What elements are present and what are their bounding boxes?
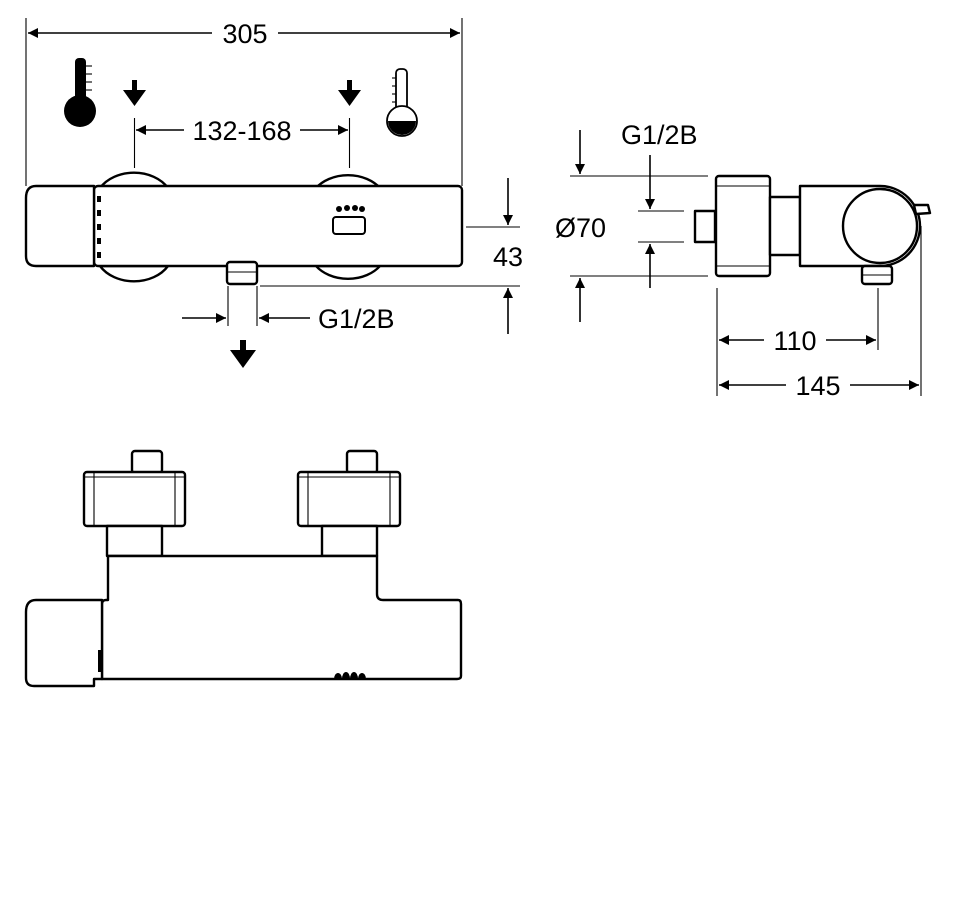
dim-projection-total: 145 — [795, 371, 840, 401]
mixer-handle-top — [24, 598, 104, 688]
safety-button-icon — [332, 205, 366, 235]
dim-inlet-thread: G1/2B — [621, 120, 698, 150]
arrow-down-icon — [123, 80, 146, 106]
dim-inlet-spacing: 132-168 — [192, 116, 291, 146]
front-view: 305 — [24, 18, 523, 368]
wall-rosette-side — [714, 174, 772, 278]
mixer-handle-front — [24, 184, 96, 268]
dim-overall-width: 305 — [222, 19, 267, 49]
dim-projection-outlet: 110 — [773, 326, 816, 356]
arrow-down-icon — [338, 80, 361, 106]
dim-height: 43 — [493, 242, 523, 272]
side-view: Ø70 G1/2B 110 145 — [555, 120, 932, 401]
mixer-body-top — [100, 554, 463, 681]
arrow-down-icon — [230, 340, 256, 368]
thermometer-cold-icon — [386, 68, 418, 137]
mixer-body-front — [92, 184, 464, 268]
dim-diameter: Ø70 — [555, 213, 606, 243]
thermometer-hot-icon — [64, 58, 96, 127]
wall-rosette-top — [82, 470, 187, 528]
safety-button-icon — [334, 672, 366, 679]
dim-outlet-thread: G1/2B — [318, 304, 395, 334]
top-view — [24, 449, 463, 688]
wall-rosette-top — [296, 470, 402, 528]
